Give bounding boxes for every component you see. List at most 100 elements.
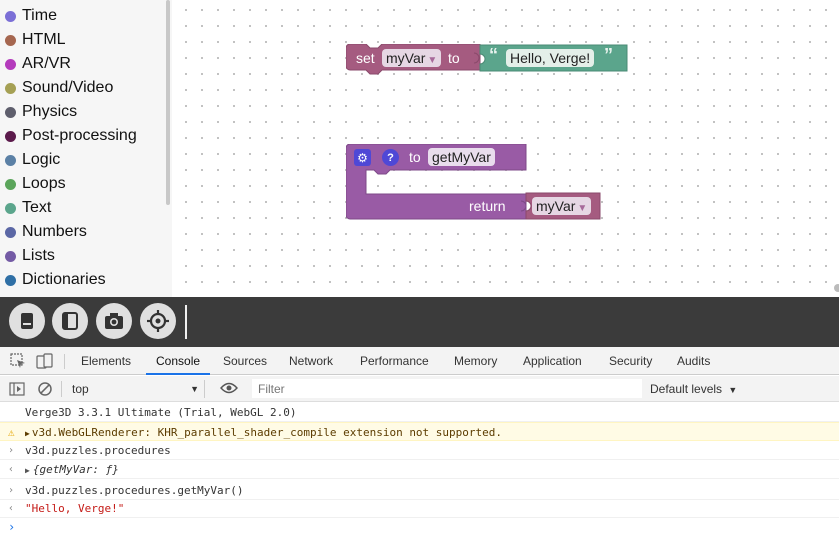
- category-label: Logic: [22, 151, 61, 168]
- result-arrow-icon: ‹: [8, 503, 15, 514]
- tab-sources[interactable]: Sources: [223, 354, 268, 368]
- toolbox-category-arvr[interactable]: AR/VR: [5, 52, 71, 76]
- category-color-dot: [5, 82, 16, 94]
- gear-icon[interactable]: ⚙: [354, 149, 371, 166]
- devtools-panel: Elements Console Sources Network Perform…: [0, 347, 839, 537]
- clear-console-icon[interactable]: [37, 381, 53, 400]
- category-color-dot: [5, 202, 16, 214]
- category-color-dot: [5, 226, 16, 238]
- chevron-down-icon: ▼: [728, 385, 738, 395]
- context-select[interactable]: top ▼: [67, 380, 205, 398]
- input-prompt-icon: ›: [8, 445, 15, 456]
- procedure-to-keyword: to: [409, 149, 421, 165]
- screenshot-button[interactable]: [96, 303, 132, 339]
- tab-console[interactable]: Console: [146, 347, 211, 375]
- console-filter-bar: top ▼ Default levels ▼: [0, 376, 839, 402]
- console-result-line[interactable]: ‹ ▶{getMyVar: ƒ}: [0, 460, 839, 479]
- sidebar-toggle-icon[interactable]: [9, 381, 25, 400]
- dropdown-arrow-icon: ▼: [577, 203, 588, 214]
- expand-triangle-icon[interactable]: ▶: [25, 466, 30, 475]
- chevron-down-icon: ▼: [190, 384, 199, 394]
- tab-network[interactable]: Network: [289, 354, 334, 368]
- expand-triangle-icon[interactable]: ▶: [25, 429, 30, 438]
- app-toolbar: [0, 297, 839, 347]
- panel-button[interactable]: [52, 303, 88, 339]
- result-arrow-icon: ‹: [8, 464, 15, 475]
- toolbox-category-sound-video[interactable]: Sound/Video: [5, 76, 113, 100]
- category-label: Post-processing: [22, 127, 137, 144]
- crosshair-icon: [147, 310, 169, 332]
- toolbox-category-time[interactable]: Time: [5, 4, 57, 28]
- procedure-name-field[interactable]: getMyVar: [428, 148, 495, 166]
- tab-audits[interactable]: Audits: [677, 354, 711, 368]
- return-variable-dropdown[interactable]: myVar▼: [532, 197, 592, 215]
- help-icon[interactable]: ?: [382, 149, 399, 166]
- console-warning[interactable]: ⚠ ▶v3d.WebGLRenderer: KHR_parallel_shade…: [0, 422, 839, 441]
- console-output[interactable]: Verge3D 3.3.1 Ultimate (Trial, WebGL 2.0…: [0, 403, 839, 537]
- category-color-dot: [5, 34, 16, 46]
- warning-icon: ⚠: [8, 426, 15, 439]
- console-text: v3d.WebGLRenderer: KHR_parallel_shader_c…: [31, 426, 503, 439]
- set-variable-block[interactable]: set myVar▼ to “ Hello, Verge! ”: [346, 44, 628, 75]
- toolbox-category-html[interactable]: HTML: [5, 28, 66, 52]
- tab-divider: [64, 354, 65, 369]
- toolbox: Time HTML AR/VR Sound/Video Physics Post…: [0, 0, 172, 297]
- category-label: Sound/Video: [22, 79, 114, 96]
- toolbox-category-lists[interactable]: Lists: [5, 244, 55, 268]
- console-string-value: "Hello, Verge!": [25, 502, 125, 515]
- category-label: Lists: [22, 247, 55, 264]
- category-color-dot: [5, 58, 16, 70]
- prompt-caret-icon: ›: [8, 520, 16, 534]
- device-toolbar-icon[interactable]: [36, 353, 54, 372]
- console-text: v3d.puzzles.procedures: [25, 444, 171, 457]
- toolbox-category-loops[interactable]: Loops: [5, 172, 66, 196]
- context-value: top: [72, 382, 89, 396]
- toolbox-category-dictionaries[interactable]: Dictionaries: [5, 268, 106, 292]
- log-levels-label: Default levels: [650, 382, 723, 396]
- category-color-dot: [5, 10, 16, 22]
- book-button[interactable]: [9, 303, 45, 339]
- tab-memory[interactable]: Memory: [454, 354, 498, 368]
- tab-elements[interactable]: Elements: [81, 354, 132, 368]
- category-label: AR/VR: [22, 55, 71, 72]
- close-quote-icon: ”: [604, 45, 613, 65]
- puzzles-editor: Time HTML AR/VR Sound/Video Physics Post…: [0, 0, 839, 297]
- variable-name: myVar: [386, 50, 426, 66]
- category-color-dot: [5, 130, 16, 142]
- toolbox-scrollbar[interactable]: [166, 0, 170, 205]
- open-quote-icon: “: [489, 45, 498, 65]
- input-prompt-icon: ›: [8, 485, 15, 496]
- console-text: {getMyVar: ƒ}: [32, 463, 119, 476]
- procedure-definition-block[interactable]: ⚙ ? to getMyVar return myVar▼: [346, 144, 602, 222]
- inspect-element-icon[interactable]: [10, 353, 26, 372]
- debug-button[interactable]: [140, 303, 176, 339]
- console-filter-input[interactable]: [252, 379, 642, 398]
- toolbox-category-numbers[interactable]: Numbers: [5, 220, 87, 244]
- category-label: Physics: [22, 103, 78, 120]
- toolbox-category-post-processing[interactable]: Post-processing: [5, 124, 137, 148]
- camera-icon: [105, 313, 123, 329]
- category-label: Loops: [22, 175, 66, 192]
- category-color-dot: [5, 178, 16, 190]
- category-color-dot: [5, 106, 16, 118]
- set-variable-dropdown[interactable]: myVar▼: [382, 49, 442, 67]
- toolbox-category-text[interactable]: Text: [5, 196, 51, 220]
- eye-icon[interactable]: [220, 381, 238, 398]
- tab-performance[interactable]: Performance: [360, 354, 429, 368]
- toolbar-separator: [185, 305, 187, 339]
- workspace-scrollbar[interactable]: [834, 284, 839, 292]
- category-label: HTML: [22, 31, 66, 48]
- console-prompt[interactable]: ›: [0, 518, 839, 537]
- category-label: Text: [22, 199, 52, 216]
- toolbox-category-logic[interactable]: Logic: [5, 148, 60, 172]
- log-levels-select[interactable]: Default levels ▼: [650, 380, 737, 398]
- toolbox-category-physics[interactable]: Physics: [5, 100, 77, 124]
- devtools-tab-bar: Elements Console Sources Network Perform…: [0, 347, 839, 375]
- tab-application[interactable]: Application: [523, 354, 582, 368]
- tab-security[interactable]: Security: [609, 354, 653, 368]
- filter-divider: [61, 381, 62, 397]
- text-value-field[interactable]: Hello, Verge!: [506, 49, 595, 67]
- console-text: Verge3D 3.3.1 Ultimate (Trial, WebGL 2.0…: [25, 406, 297, 419]
- console-input-line: › v3d.puzzles.procedures.getMyVar(): [0, 481, 839, 500]
- to-keyword: to: [448, 50, 460, 66]
